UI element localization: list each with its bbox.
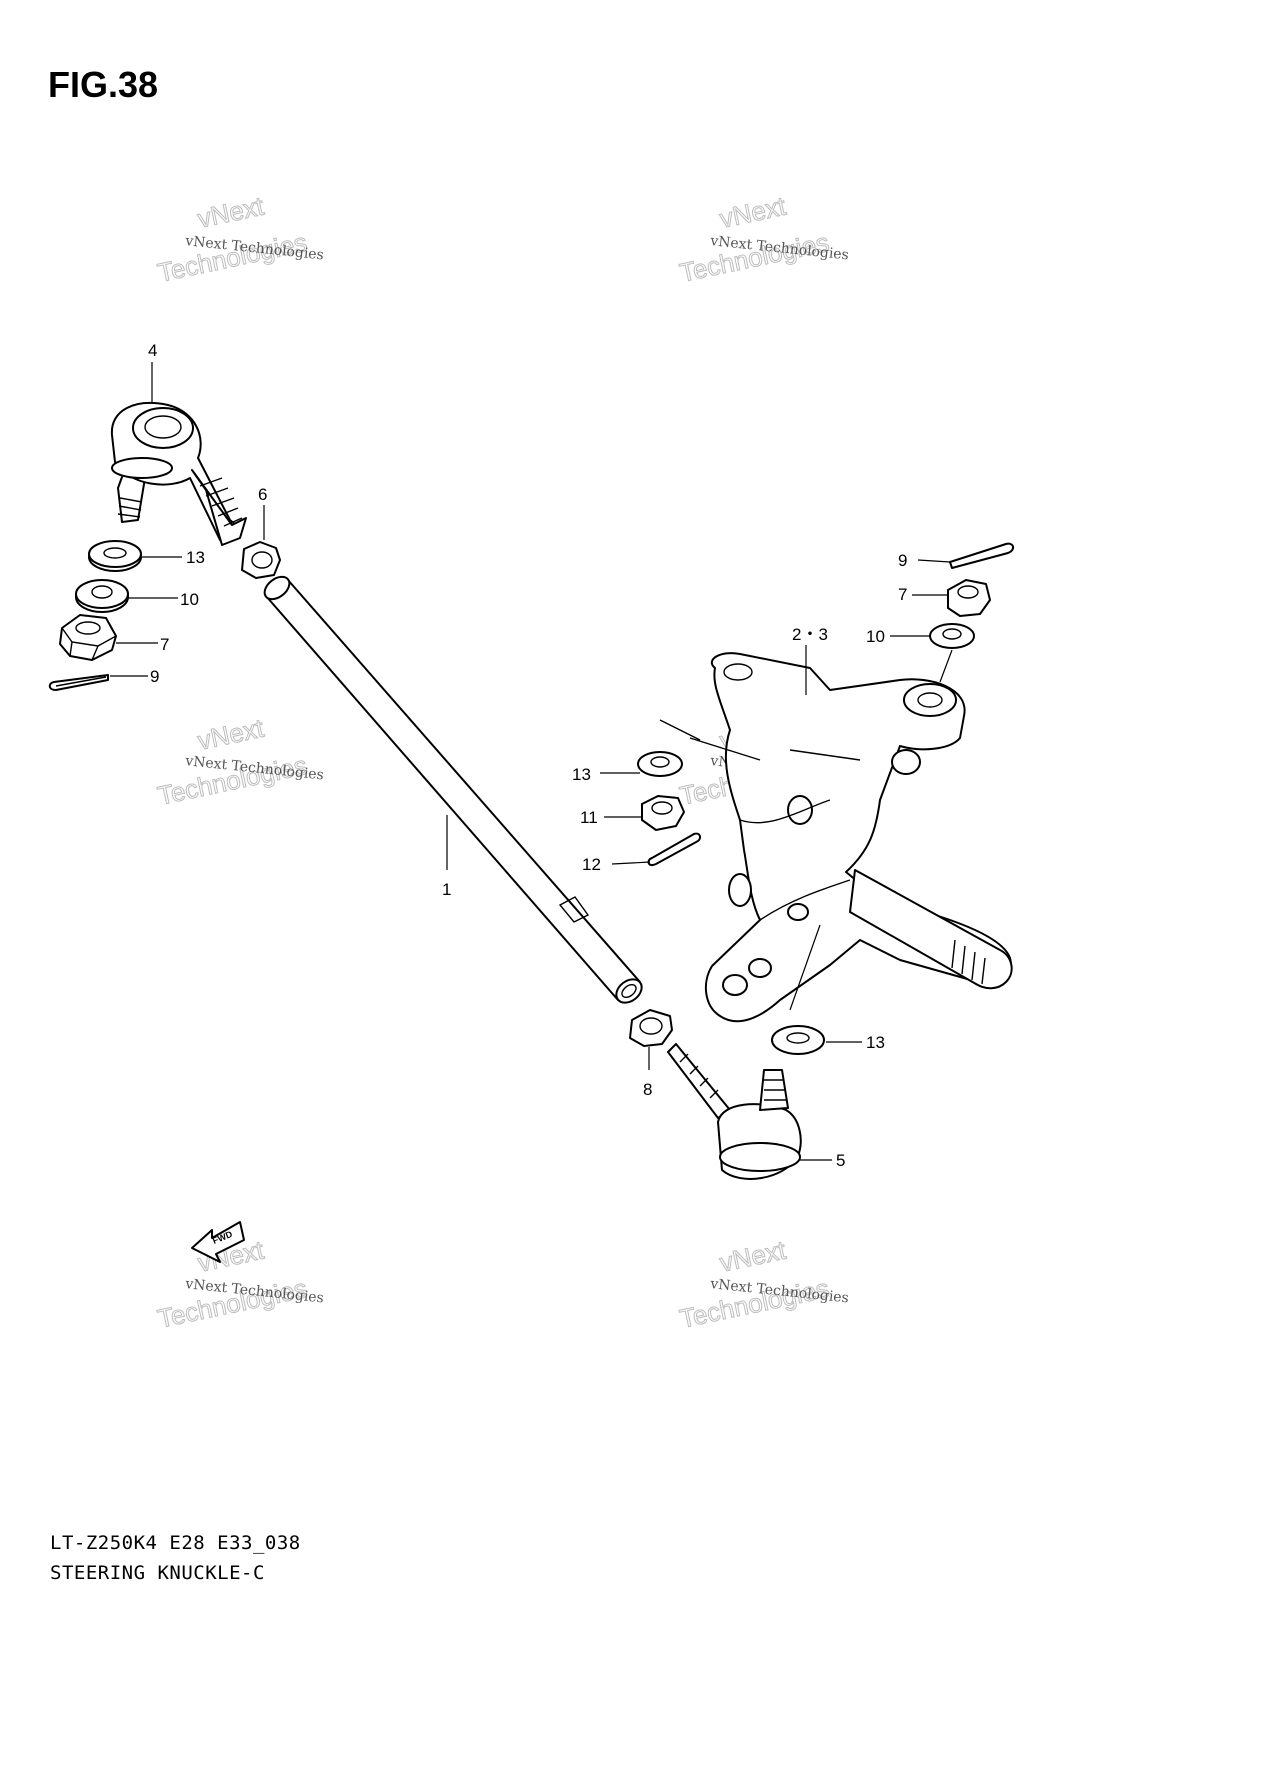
watermark-mid-left: vNext Technologies vNext Technologies bbox=[155, 712, 325, 811]
tie-rod-end-upper bbox=[110, 362, 247, 546]
watermark-big-text: vNext bbox=[717, 1235, 789, 1278]
callout-10-left: 10 bbox=[180, 590, 199, 609]
castle-nut-7-left bbox=[59, 614, 158, 661]
lock-nut-6 bbox=[241, 505, 281, 579]
washer-13-bottom bbox=[771, 1025, 862, 1055]
callout-10-right: 10 bbox=[866, 627, 885, 646]
watermark-top-right: vNext Technologies vNext Technologies bbox=[677, 190, 850, 288]
cotter-pin-9-right bbox=[917, 542, 1014, 569]
callout-2-3: 2・3 bbox=[792, 625, 828, 644]
callout-13-bottom: 13 bbox=[866, 1033, 885, 1052]
callout-9-left: 9 bbox=[150, 667, 159, 686]
callout-7-left: 7 bbox=[160, 635, 169, 654]
figure-title: FIG.38 bbox=[48, 64, 159, 105]
callout-6: 6 bbox=[258, 485, 267, 504]
watermark-big-text: vNext bbox=[717, 191, 789, 234]
washer-10-left bbox=[75, 579, 178, 613]
callout-1: 1 bbox=[442, 880, 451, 899]
watermark-bottom-right: vNext Technologies vNext Technologies bbox=[677, 1234, 850, 1334]
washer-13-left bbox=[88, 540, 182, 572]
tie-rod-end-lower bbox=[667, 1043, 832, 1180]
watermark-top-left: vNext Technologies vNext Technologies bbox=[155, 190, 325, 288]
callout-9-right: 9 bbox=[898, 551, 907, 570]
castle-nut-11 bbox=[604, 795, 685, 831]
watermark-bottom-left: vNext Technologies vNext Technologies bbox=[155, 1234, 325, 1334]
callout-8: 8 bbox=[643, 1080, 652, 1099]
cotter-pin-9-left bbox=[48, 674, 148, 691]
callout-7-right: 7 bbox=[898, 585, 907, 604]
steering-knuckle bbox=[659, 645, 1013, 1023]
tie-rod bbox=[263, 575, 643, 1004]
watermark-big-text: vNext bbox=[195, 713, 267, 756]
washer-10-right bbox=[890, 623, 975, 683]
section-name: STEERING KNUCKLE-C bbox=[50, 1562, 265, 1584]
callout-5: 5 bbox=[836, 1151, 845, 1170]
watermark-big-text: vNext bbox=[195, 191, 267, 234]
washer-13-mid bbox=[600, 751, 683, 777]
callout-11: 11 bbox=[580, 808, 598, 827]
castle-nut-7-right bbox=[912, 579, 991, 617]
callout-13-left: 13 bbox=[186, 548, 205, 567]
lock-nut-8 bbox=[629, 1009, 673, 1070]
callout-4: 4 bbox=[148, 341, 157, 360]
callout-13-mid: 13 bbox=[572, 765, 591, 784]
model-code: LT-Z250K4 E28 E33_038 bbox=[50, 1532, 301, 1554]
forward-direction-arrow: FWD bbox=[191, 1221, 245, 1263]
cotter-pin-12 bbox=[611, 832, 702, 867]
callout-12: 12 bbox=[582, 855, 601, 874]
